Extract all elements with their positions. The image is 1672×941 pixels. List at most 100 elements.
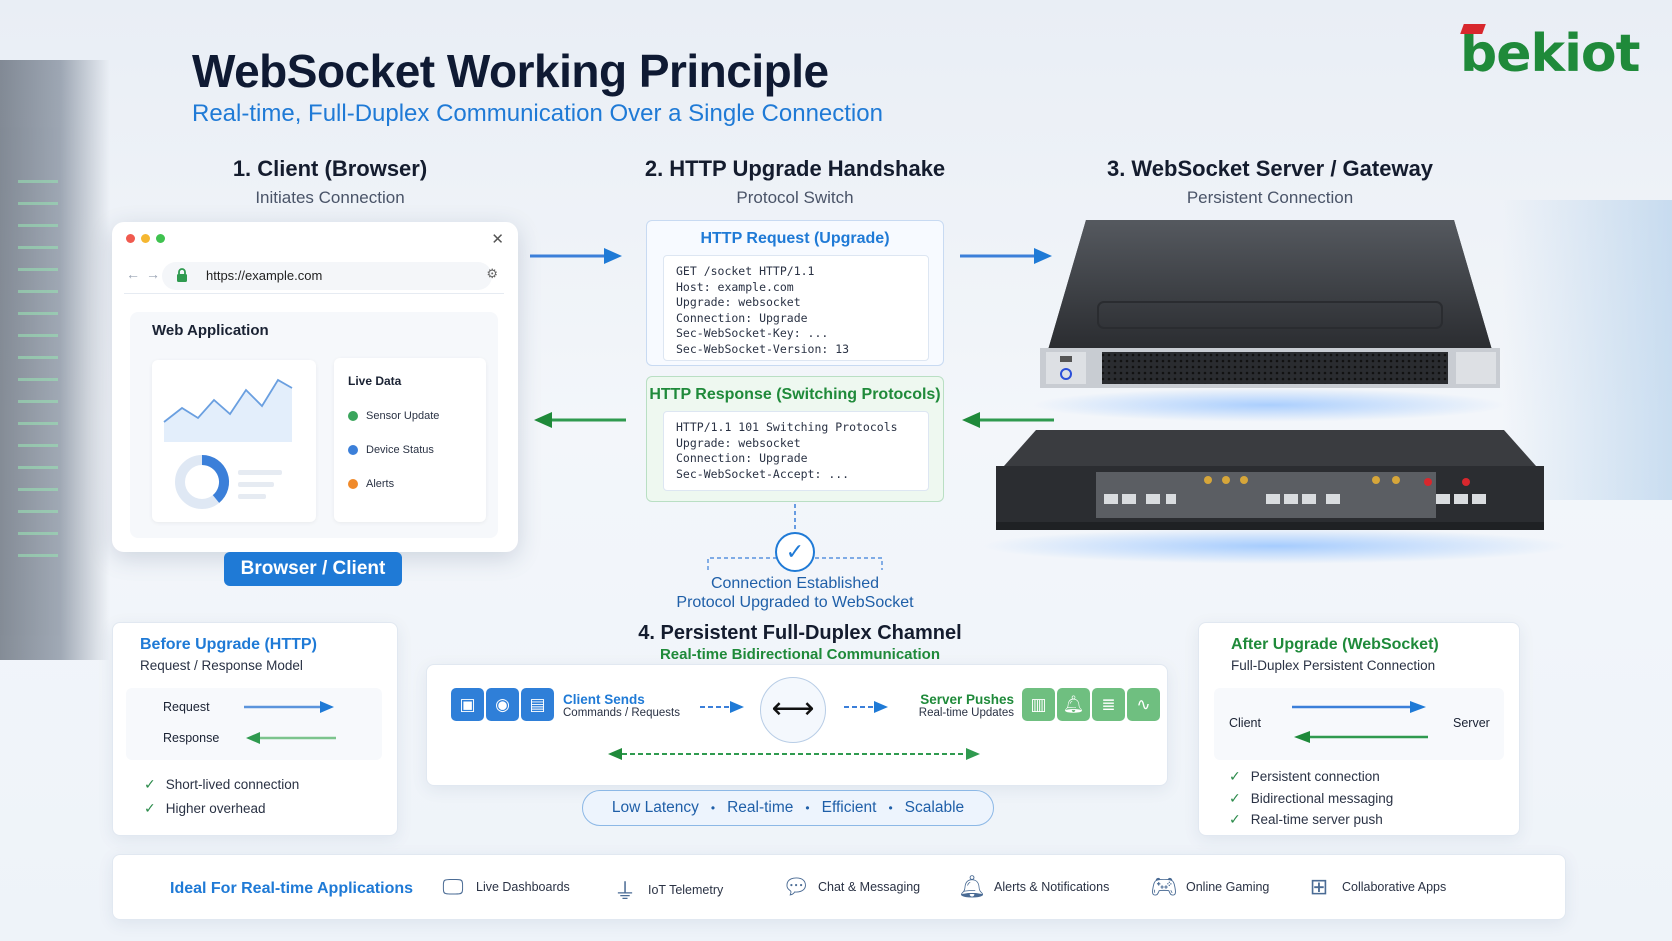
background-server-rack [0, 60, 110, 660]
live-data-card [334, 358, 486, 522]
duplex-diagram [1214, 688, 1504, 760]
app-label: IoT Telemetry [648, 883, 724, 897]
server-glow [980, 528, 1570, 564]
line-chart-icon [163, 378, 293, 509]
maximize-dot-icon[interactable] [156, 234, 165, 243]
app-item-alerts-notifications: 🔔︎ Alerts & Notifications [958, 874, 1109, 900]
bell-icon: 🔔︎ [958, 874, 986, 899]
telemetry-icon: ⏚ [613, 879, 636, 904]
step-2-heading: 2. HTTP Upgrade Handshake Protocol Switc… [630, 156, 960, 208]
after-point-text: Real-time server push [1250, 812, 1383, 827]
step-1-heading: 1. Client (Browser) Initiates Connection [170, 156, 490, 208]
client-sends-title: Client Sends [563, 692, 645, 707]
server-pushes: Server Pushes Real-time Updates [880, 692, 1014, 719]
minimize-dot-icon[interactable] [141, 234, 150, 243]
server-bottom-icon [996, 430, 1544, 530]
back-arrow-icon[interactable]: ← [126, 266, 140, 282]
feature-scalable: Scalable [904, 799, 965, 816]
close-icon[interactable]: ✕ [491, 231, 504, 248]
http-response-title: HTTP Response (Switching Protocols) [649, 386, 941, 403]
live-item: Alerts [348, 478, 394, 490]
live-item: Sensor Update [348, 410, 439, 422]
forward-arrow-icon[interactable]: → [146, 266, 160, 282]
app-label: Alerts & Notifications [994, 880, 1110, 894]
app-label: Collaborative Apps [1342, 880, 1447, 894]
chart-card [152, 360, 316, 522]
status-dot-icon [348, 445, 358, 455]
ideal-applications-title: Ideal For Real-time Applications [170, 880, 414, 897]
logo-accent-icon [1460, 24, 1486, 34]
app-item-online-gaming: 🎮︎ Online Gaming [1150, 874, 1269, 900]
arrow-left-icon [534, 412, 626, 428]
page-subtitle: Real-time, Full-Duplex Communication Ove… [192, 100, 883, 127]
channel-subtitle: Real-time Bidirectional Communication [659, 646, 941, 663]
app-label: Chat & Messaging [818, 880, 921, 894]
server-icons: ▥ 🔔︎ ≣ ∿ [1022, 688, 1160, 721]
after-point-text: Bidirectional messaging [1250, 791, 1394, 806]
after-point: ✓ Persistent connection [1229, 768, 1380, 785]
after-point: ✓ Bidirectional messaging [1229, 790, 1393, 807]
check-icon: ✓ [1229, 811, 1241, 827]
status-dot-icon [348, 411, 358, 421]
step-2-subtitle: Protocol Switch [736, 188, 854, 207]
http-response-code: HTTP/1.1 101 Switching Protocols Upgrade… [663, 411, 929, 491]
step-3-heading: 3. WebSocket Server / Gateway Persistent… [1080, 156, 1460, 208]
grid-icon: ⊞ [1309, 874, 1329, 899]
client-sends-subtitle: Commands / Requests [563, 707, 680, 719]
dashboard-icon: 🖵︎ [442, 874, 464, 899]
live-item-label: Alerts [366, 478, 395, 490]
address-bar[interactable] [162, 262, 492, 290]
app-item-iot-telemetry: ⏚ IoT Telemetry [612, 874, 723, 906]
feature-low-latency: Low Latency [611, 799, 699, 816]
chat-icon: 💬︎ [782, 874, 810, 899]
check-icon: ✓ [144, 800, 156, 816]
feature-pill: Low Latency • Real-time • Efficient • Sc… [582, 790, 994, 826]
ideal-applications-bar [112, 854, 1566, 920]
gamepad-icon: 🎮︎ [1150, 874, 1178, 899]
after-upgrade-subtitle: Full-Duplex Persistent Connection [1231, 658, 1436, 673]
check-icon: ✓ [1229, 790, 1241, 806]
before-point-text: Short-lived connection [165, 777, 300, 792]
dashed-arrow-right-icon [700, 701, 744, 713]
app-label: Live Dashboards [476, 880, 570, 894]
app-item-chat-messaging: 💬︎ Chat & Messaging [782, 874, 920, 900]
bidirectional-arrow-icon: ⟷ [760, 677, 826, 743]
before-point: ✓ Short-lived connection [144, 776, 299, 793]
feature-efficient: Efficient [821, 799, 877, 816]
step-1-subtitle: Initiates Connection [255, 188, 405, 207]
request-arrow-icon [244, 701, 334, 713]
app-item-collaborative-apps: ⊞ Collaborative Apps [1306, 874, 1446, 900]
check-icon: ✓ [144, 776, 156, 792]
checkmark-icon: ✓ [775, 532, 815, 572]
bar-chart-icon: ▥ [1022, 688, 1055, 721]
close-dot-icon[interactable] [126, 234, 135, 243]
app-item-live-dashboards: 🖵︎ Live Dashboards [440, 874, 570, 900]
separator-dot-icon: • [805, 801, 810, 815]
step-3-title: 3. WebSocket Server / Gateway [1106, 156, 1434, 181]
server-to-client-arrow-icon [1294, 731, 1428, 743]
arrow-right-icon [960, 248, 1052, 264]
arrow-right-icon [530, 248, 622, 264]
dashboard-icon: ▣ [451, 688, 484, 721]
live-item-label: Sensor Update [366, 410, 440, 422]
before-upgrade-subtitle: Request / Response Model [140, 658, 303, 673]
client-icons: ▣ ◉ ▤ [451, 688, 554, 721]
after-point: ✓ Real-time server push [1229, 811, 1383, 828]
brand-logo: bekiot [1460, 24, 1640, 84]
http-request-title: HTTP Request (Upgrade) [700, 230, 890, 247]
after-point-text: Persistent connection [1250, 769, 1380, 784]
live-item: Device Status [348, 444, 434, 456]
after-upgrade-title: After Upgrade (WebSocket) [1231, 636, 1439, 653]
dashed-arrow-right-icon [844, 701, 888, 713]
client-sends: Client Sends Commands / Requests [563, 692, 680, 719]
connection-established-line: Connection Established [710, 575, 880, 592]
browser-client-badge: Browser / Client [224, 552, 402, 586]
address-url: https://example.com [206, 268, 323, 283]
http-request-code: GET /socket HTTP/1.1 Host: example.com U… [663, 255, 929, 361]
separator-dot-icon: • [710, 801, 716, 815]
web-application-title: Web Application [152, 322, 269, 339]
duplex-dashed-line [608, 748, 980, 760]
app-label: Online Gaming [1186, 880, 1270, 894]
location-icon: ◉ [486, 688, 519, 721]
extension-icon[interactable]: ⚙ [486, 266, 498, 281]
